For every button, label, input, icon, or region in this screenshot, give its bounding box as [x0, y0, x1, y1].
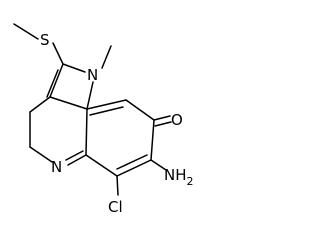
bond-n-c-double — [65, 150, 84, 161]
bond-c-o — [153, 115, 171, 121]
imine-nitrogen-label: N — [51, 158, 62, 176]
atom-labels: S N O N NH2 Cl — [40, 31, 194, 216]
bond-c-c-ring-b-double — [89, 106, 124, 116]
bond-c-c-ring-a — [85, 108, 88, 156]
bond-n-c — [67, 154, 87, 166]
bond-n1-methyl — [101, 45, 112, 69]
nitrogen-methyl-label: N — [87, 66, 98, 84]
bond-c2-n1 — [62, 63, 86, 73]
bond-c-c-ring-b — [86, 99, 127, 110]
bond-ch2-n — [29, 146, 53, 163]
carbonyl-oxygen-label: O — [171, 111, 183, 129]
chlorine-label: Cl — [108, 198, 123, 216]
bond-c2-c3 — [49, 63, 64, 98]
bond-n1-c8a — [86, 81, 94, 110]
bond-c-c-ring-d — [150, 119, 155, 161]
amino-nh-text: NH — [164, 166, 187, 184]
bond-c3-ch2 — [29, 96, 51, 113]
bond-c-c-ring-e — [116, 159, 152, 177]
bond-c-cl — [116, 175, 119, 196]
bond-c-c-ring-f — [85, 154, 118, 177]
bond-c-c-ring-e-double — [116, 154, 148, 170]
bond-c-o-double — [154, 121, 172, 127]
bond-c-c-ring-c — [125, 99, 155, 121]
bond-s-c2 — [52, 42, 64, 65]
chemical-structure-diagram: S N O N NH2 Cl — [13, 23, 194, 216]
bond-c-nh2 — [150, 159, 167, 171]
bond-s-methyl — [13, 23, 39, 40]
bond-c3-c3a — [49, 96, 88, 110]
amino-subscript: 2 — [187, 175, 194, 188]
sulfur-label: S — [40, 31, 50, 49]
bonds — [13, 23, 172, 196]
amino-label: NH2 — [164, 166, 194, 188]
bond-c2-c3-double — [46, 69, 59, 98]
